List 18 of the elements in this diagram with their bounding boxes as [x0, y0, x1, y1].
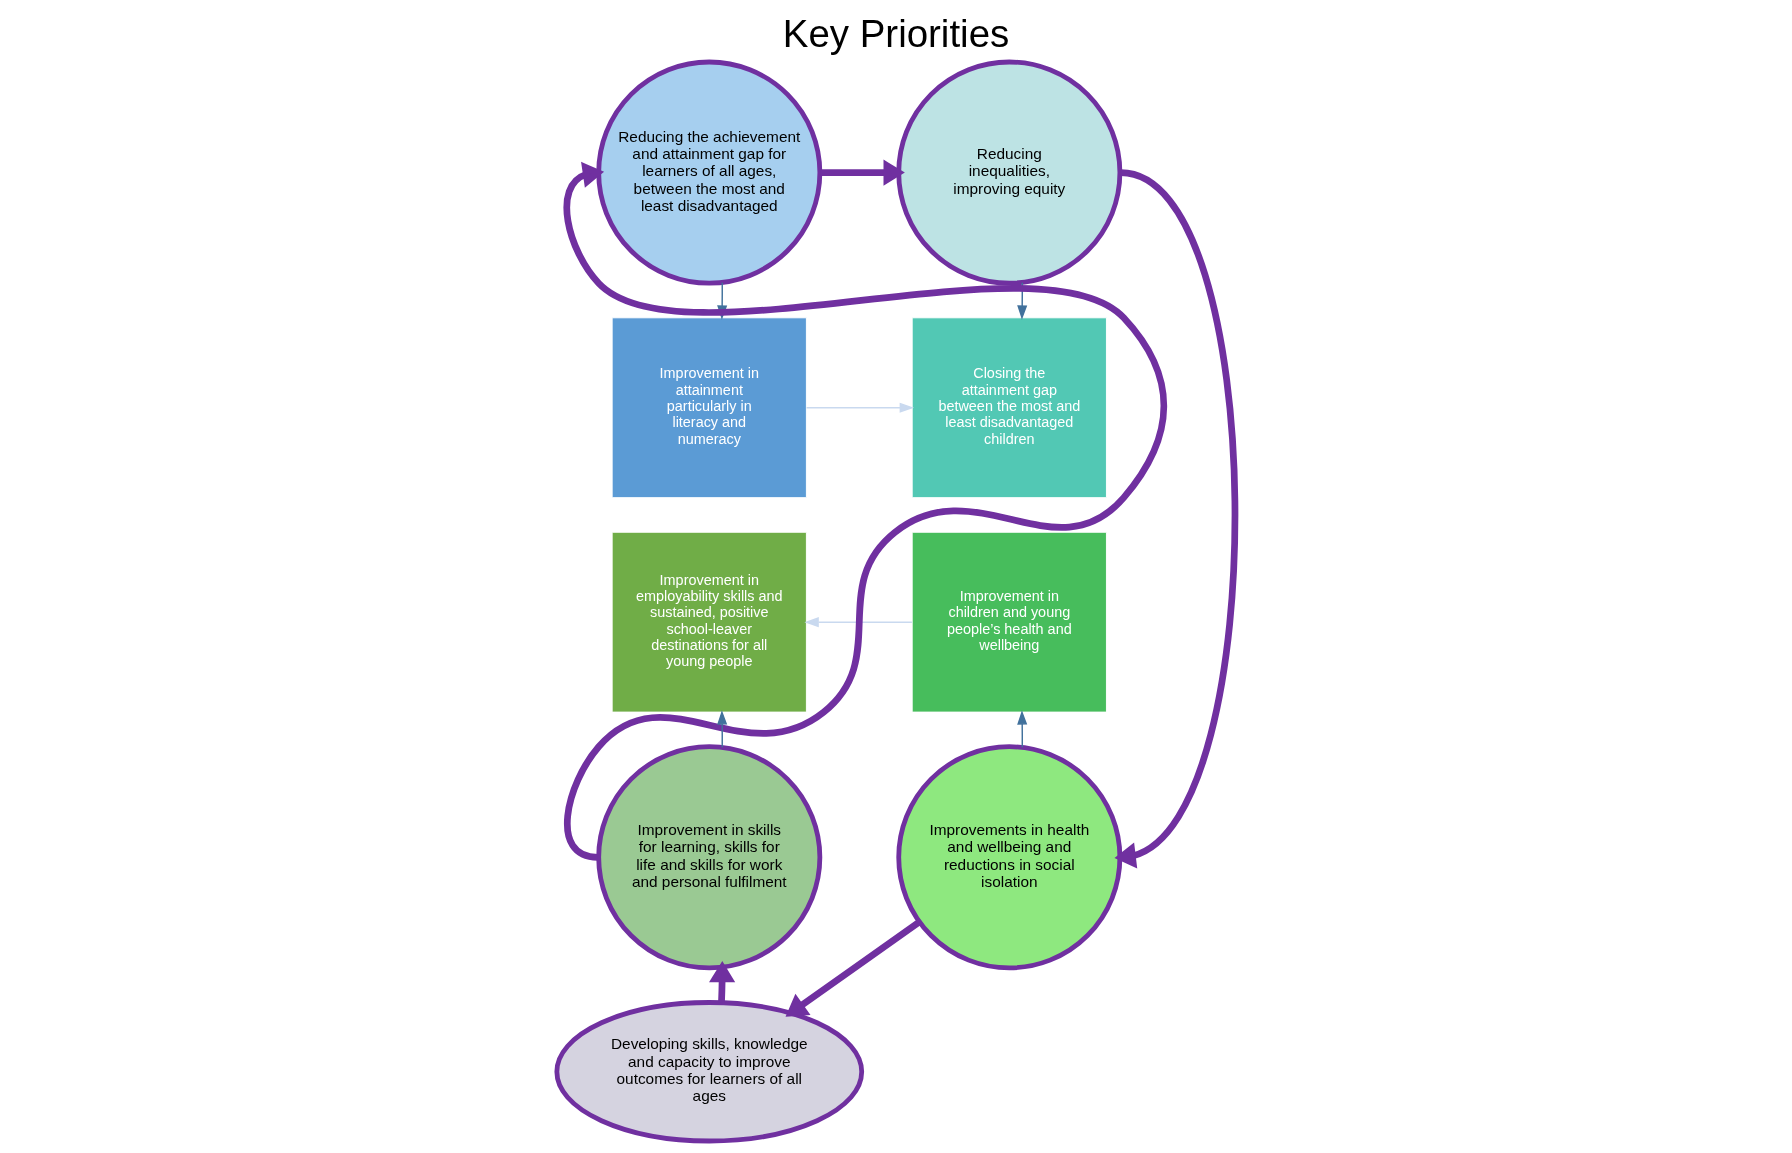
- arrow: [820, 159, 905, 186]
- node-ellipse: Developing skills, knowledge and capacity to improve outcomes for learners of all ages: [554, 1000, 865, 1144]
- node-box: Closing the attainment gap between the most and least disadvantaged children: [911, 317, 1107, 499]
- node-circle: Improvement in skills for learning, skills for life and skills for work and personal fulfilment: [596, 744, 823, 971]
- node-box: Improvement in employability skills and sustained, positive school-leaver destinations for all young people: [611, 531, 807, 713]
- node-circle: Reducing inequalities, improving equity: [896, 59, 1123, 286]
- node-box: Improvement in attainment particularly in literacy and numeracy: [611, 317, 807, 499]
- node-circle: Reducing the achievement and attainment gap for learners of all ages, between the most and least disadvantaged: [596, 59, 823, 286]
- arrow: [1114, 169, 1239, 869]
- node-circle: Improvements in health and wellbeing and reductions in social isolation: [896, 744, 1123, 971]
- diagram-title: Key Priorities: [782, 11, 1010, 55]
- arrow: [805, 402, 915, 413]
- arrow: [804, 617, 913, 628]
- node-box: Improvement in children and young people’s health and wellbeing: [911, 531, 1107, 713]
- arrow: [709, 960, 736, 1003]
- arrow: [1017, 710, 1028, 748]
- arrow: [717, 710, 728, 748]
- arrow: [785, 919, 922, 1017]
